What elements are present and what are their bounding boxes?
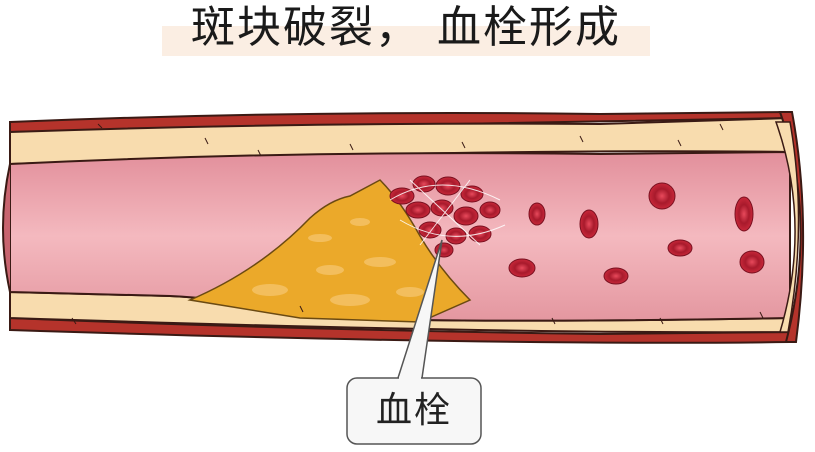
vessel-opening-left bbox=[2, 163, 11, 293]
fibrin-strands bbox=[389, 179, 506, 246]
title-highlight bbox=[162, 26, 650, 56]
diagram-title: 斑块破裂， 血栓形成 bbox=[191, 2, 621, 53]
callout-label: 血栓 bbox=[375, 390, 452, 431]
vessel-cut-end-right bbox=[774, 111, 805, 343]
red-blood-cells bbox=[508, 182, 765, 285]
wall-texture-lines bbox=[71, 123, 764, 325]
plaque-texture bbox=[252, 218, 424, 306]
callout-pointer bbox=[346, 239, 482, 445]
